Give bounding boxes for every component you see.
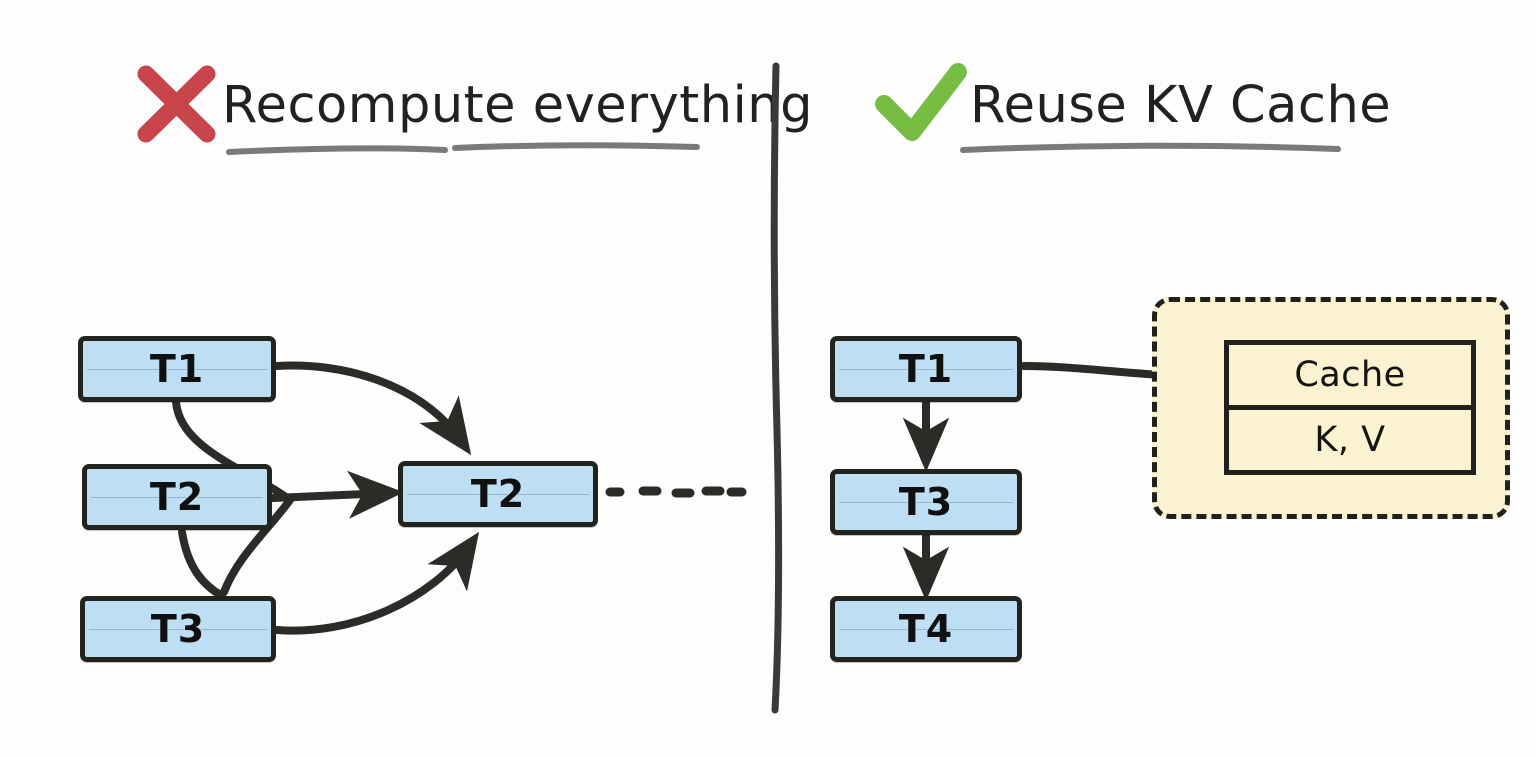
trailing-dashes <box>605 486 747 498</box>
node-label: T2 <box>470 472 526 516</box>
page-title-left: Recompute everything <box>222 76 813 135</box>
kv-cache-table[interactable]: Cache K, V <box>1224 340 1476 475</box>
cache-body-cell: K, V <box>1314 420 1386 460</box>
node-t2-source[interactable]: T2 <box>82 464 272 530</box>
panel-divider <box>770 62 783 714</box>
edge-crossover-hook <box>220 496 294 596</box>
page-title-right: Reuse KV Cache <box>970 76 1392 135</box>
node-r-t1[interactable]: T1 <box>830 336 1022 402</box>
edge-t2-crossover <box>178 528 226 600</box>
red-x-icon <box>137 65 216 143</box>
title-left-underline <box>226 142 700 155</box>
node-label: T4 <box>898 607 954 651</box>
node-t3-source[interactable]: T3 <box>80 596 276 662</box>
cache-header-cell: Cache <box>1229 345 1471 410</box>
node-rule <box>839 629 1013 630</box>
node-rule <box>89 629 267 630</box>
node-rule <box>839 502 1013 503</box>
node-rule <box>839 369 1013 370</box>
node-label: T1 <box>149 347 205 391</box>
green-check-icon <box>875 63 967 141</box>
edge-t3-to-t2 <box>273 531 480 635</box>
title-right-underline <box>960 142 1341 153</box>
node-t1-source[interactable]: T1 <box>78 336 276 402</box>
node-label: T3 <box>898 480 954 524</box>
edge-t1-to-t2 <box>273 361 472 456</box>
node-rule <box>407 494 589 495</box>
node-rule <box>91 497 263 498</box>
edge-t1-crossover <box>172 398 294 504</box>
edge-t2-to-t2 <box>246 470 404 519</box>
node-t2-target[interactable]: T2 <box>398 461 598 527</box>
node-r-t4[interactable]: T4 <box>830 596 1022 662</box>
node-r-t3[interactable]: T3 <box>830 469 1022 535</box>
node-label: T2 <box>149 475 205 519</box>
node-label: T3 <box>150 607 206 651</box>
node-label: T1 <box>898 347 954 391</box>
node-rule <box>87 369 267 370</box>
